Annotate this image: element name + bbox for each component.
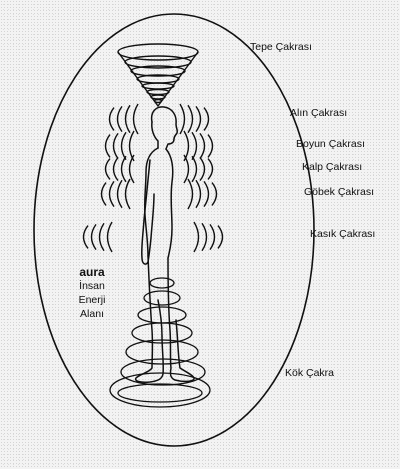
wave-arc-right-3-3 [211,182,218,206]
label-tepe-chakra: Tepe Çakrası [250,41,312,53]
wave-arc-right-4-2 [209,223,216,251]
wave-arc-left-4-0 [106,221,113,253]
label-boyun-chakra: Boyun Çakrası [296,138,365,150]
wave-arc-left-3-0 [124,178,131,210]
wave-arc-right-0-0 [179,103,186,135]
wave-arc-left-1-2 [112,132,119,160]
wave-arc-left-2-3 [104,158,111,180]
crown-funnel [117,43,199,108]
chakra-waves [82,103,224,253]
aura-caption: aura İnsan Enerji Alanı [62,265,122,321]
wave-arc-left-1-1 [120,131,127,161]
wave-arc-left-0-2 [116,105,123,133]
wave-arc-left-2-1 [120,155,127,183]
wave-arc-left-4-2 [90,223,97,251]
human-figure [134,106,195,383]
wave-arc-left-4-3 [82,225,89,249]
wave-arc-left-3-2 [108,180,115,208]
aura-line-1: İnsan [79,280,105,292]
wave-arc-right-1-1 [191,131,198,161]
wave-arc-right-2-1 [191,155,198,183]
wave-arc-left-0-0 [132,103,139,135]
label-alin-chakra: Alın Çakrası [290,107,348,119]
wave-arc-left-0-1 [124,104,131,134]
aura-line-3: Alanı [80,308,104,320]
wave-arc-left-2-2 [112,156,119,182]
wave-arc-right-3-0 [187,178,194,210]
wave-arc-left-3-3 [100,182,107,206]
wave-arc-right-2-0 [183,154,190,184]
aura-title: aura [79,265,105,279]
wave-arc-right-0-1 [187,104,194,134]
wave-arc-right-2-3 [207,158,214,180]
wave-arc-left-3-1 [116,179,123,209]
wave-arc-left-0-3 [108,107,115,131]
wave-arc-right-4-3 [217,225,224,249]
wave-arc-right-1-3 [207,134,214,158]
label-kalp-chakra: Kalp Çakrası [302,161,363,173]
wave-arc-right-0-3 [203,107,210,131]
wave-arc-right-0-2 [195,105,202,133]
label-kok-chakra: Kök Çakra [285,367,335,379]
wave-arc-left-4-1 [98,222,105,252]
root-spiral [109,277,211,408]
wave-arc-right-3-2 [203,180,210,208]
aura-line-2: Enerji [78,294,106,306]
wave-arc-right-1-2 [199,132,206,160]
wave-arc-right-2-2 [199,156,206,182]
label-gobek-chakra: Göbek Çakrası [304,186,375,198]
wave-arc-right-4-1 [201,222,208,252]
wave-arc-right-4-0 [193,221,200,253]
label-kasik-chakra: Kasık Çakrası [310,228,376,240]
wave-arc-right-3-1 [195,179,202,209]
aura-oval [33,13,315,447]
wave-arc-left-2-0 [128,154,135,184]
wave-arc-left-1-3 [104,134,111,158]
